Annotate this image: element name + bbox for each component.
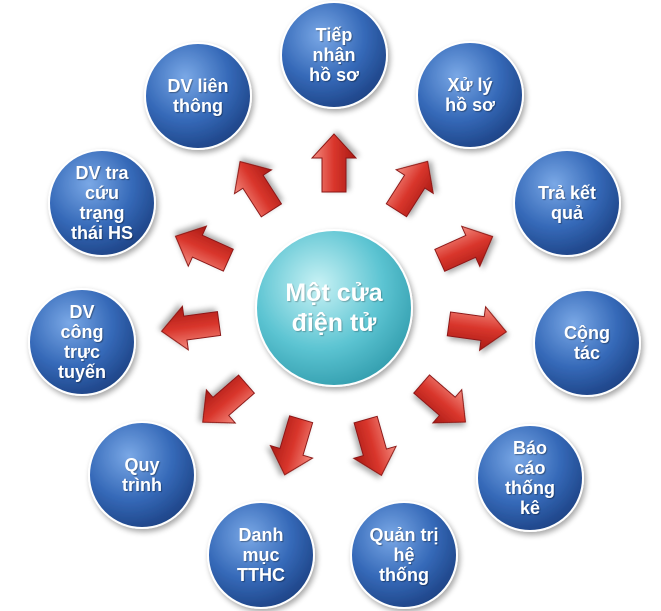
node-dv-cong-truc-tuyen bbox=[28, 288, 136, 396]
arrow-to-bao-cao-thong-ke bbox=[413, 374, 467, 424]
arrow-to-quy-trinh bbox=[202, 374, 256, 424]
center-node bbox=[255, 229, 413, 387]
node-dv-tra-cuu-trang-thai-hs bbox=[48, 149, 156, 257]
node-quy-trinh bbox=[88, 421, 196, 529]
arrow-to-quan-tri-he-thong bbox=[352, 415, 398, 477]
node-tra-ket-qua bbox=[513, 149, 621, 257]
node-danh-muc-tthc bbox=[207, 501, 315, 609]
node-bao-cao-thong-ke bbox=[476, 424, 584, 532]
arrow-to-tra-ket-qua bbox=[434, 225, 494, 272]
arrow-to-tiep-nhan-ho-so bbox=[310, 133, 358, 193]
center-layer bbox=[255, 229, 413, 387]
arrow-to-danh-muc-tthc bbox=[269, 415, 314, 476]
node-dv-lien-thong bbox=[144, 42, 252, 150]
arrow-to-dv-lien-thong bbox=[233, 160, 283, 218]
node-tiep-nhan-ho-so bbox=[280, 1, 388, 109]
arrows-layer bbox=[160, 133, 508, 477]
arrow-to-xu-ly-ho-so bbox=[385, 160, 434, 218]
arrow-to-dv-tra-cuu-trang-thai-hs bbox=[174, 225, 234, 272]
node-cong-tac bbox=[533, 289, 641, 397]
node-xu-ly-ho-so bbox=[416, 41, 524, 149]
node-quan-tri-he-thong bbox=[350, 501, 458, 609]
arrow-to-dv-cong-truc-tuyen bbox=[160, 305, 222, 351]
nodes-layer bbox=[28, 1, 641, 609]
arrow-to-cong-tac bbox=[446, 305, 508, 352]
